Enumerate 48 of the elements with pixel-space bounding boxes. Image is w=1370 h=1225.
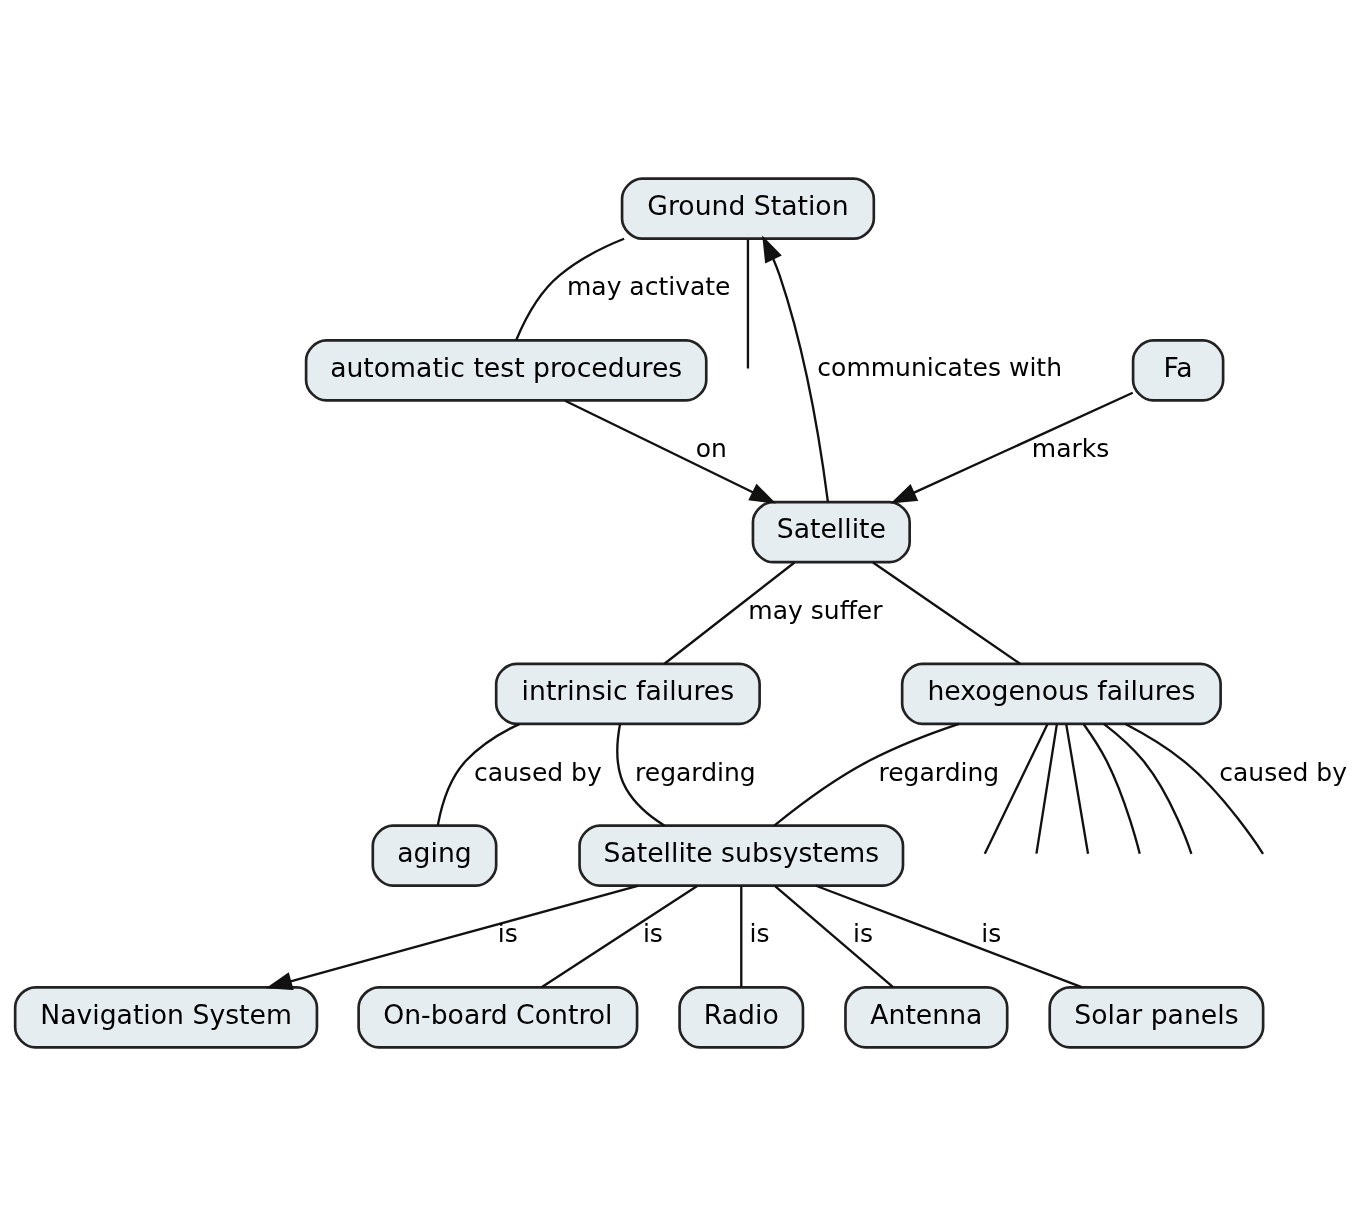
connector xyxy=(773,722,960,826)
edge-label: may activate xyxy=(566,271,731,301)
connector xyxy=(1103,722,1193,854)
connector xyxy=(1035,723,1058,854)
edge-label: caused by xyxy=(1219,757,1348,787)
node-box: Antenna xyxy=(844,985,1009,1049)
arrow xyxy=(564,399,777,504)
node-box: Satellite subsystems xyxy=(578,823,905,887)
connector xyxy=(540,884,698,988)
node-box: Radio xyxy=(678,985,805,1049)
connector xyxy=(1065,723,1090,854)
arrow xyxy=(265,884,639,990)
connector xyxy=(872,561,1021,665)
edge-label: is xyxy=(642,918,663,948)
node-box: Ground Station xyxy=(620,176,876,240)
edge-label: is xyxy=(981,918,1002,948)
arrow xyxy=(762,235,830,502)
edge-label: marks xyxy=(1031,433,1110,463)
connector xyxy=(815,884,1083,988)
connector xyxy=(774,884,894,988)
connector xyxy=(616,723,665,826)
edge-label: caused by xyxy=(473,757,602,787)
connector xyxy=(663,561,796,665)
connector xyxy=(1082,723,1141,854)
edge-label: is xyxy=(749,918,770,948)
edge-label: on xyxy=(695,433,727,463)
edge-label: regarding xyxy=(878,757,1000,787)
node-box: aging xyxy=(371,823,498,887)
node-box: Fa xyxy=(1131,338,1225,402)
edge-label: is xyxy=(497,918,518,948)
arrow xyxy=(890,391,1134,503)
node-box: automatic test procedures xyxy=(304,338,708,402)
node-box: Navigation System xyxy=(13,985,319,1049)
node-box: intrinsic failures xyxy=(494,662,761,725)
connector xyxy=(1124,722,1264,854)
connector xyxy=(515,237,625,341)
node-box: Satellite xyxy=(751,500,911,563)
connector xyxy=(436,722,520,826)
node-box: Solar panels xyxy=(1048,985,1265,1049)
connector xyxy=(746,238,750,368)
edge-label: communicates with xyxy=(817,352,1063,382)
connector xyxy=(983,723,1049,854)
node-box: On-board Control xyxy=(357,985,639,1049)
node-box: hexogenous failures xyxy=(900,662,1222,725)
connector xyxy=(740,885,743,987)
edge-label: regarding xyxy=(635,757,756,787)
edge-label: may suffer xyxy=(748,595,883,625)
edge-label: is xyxy=(852,918,873,948)
